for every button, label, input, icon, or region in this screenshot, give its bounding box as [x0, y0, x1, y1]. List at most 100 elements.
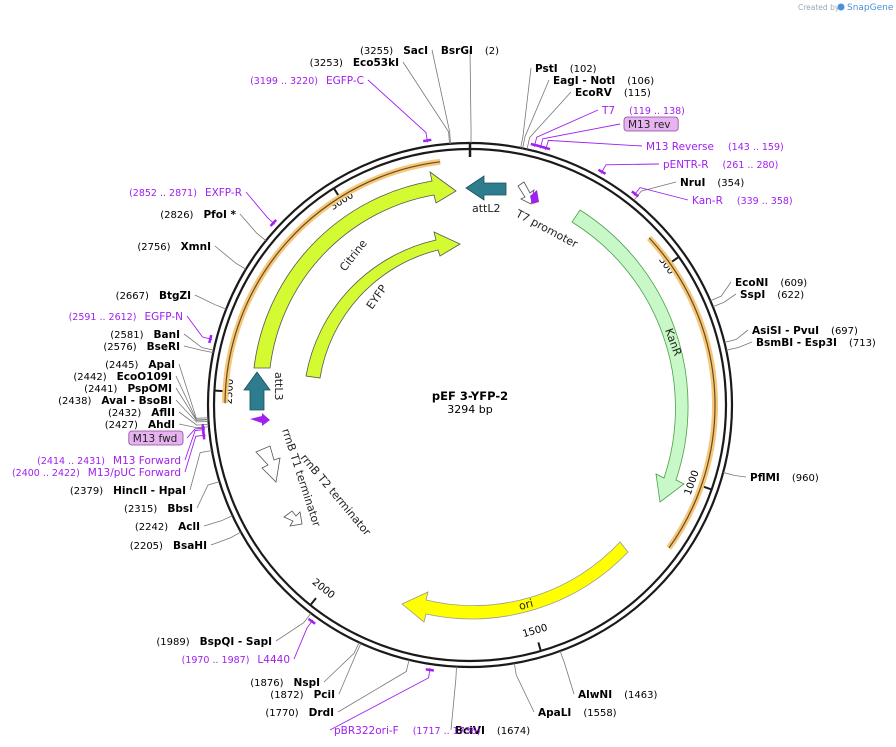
primer-label[interactable]: T7(119 .. 138): [601, 105, 685, 117]
feature-ori-arrow[interactable]: [401, 541, 629, 623]
primer-coord: (1717 .. 1736): [413, 726, 481, 737]
site-coord: (354): [717, 178, 744, 189]
site-name: BanI: [154, 329, 180, 341]
primer-coord: (2591 .. 2612): [69, 312, 137, 323]
site-leader-line: [183, 345, 214, 354]
restriction-site-label[interactable]: (2427)AhdI: [105, 419, 175, 431]
primer-leader-line: [539, 123, 621, 149]
restriction-site-label[interactable]: EagI - NotI(106): [553, 75, 654, 87]
primer-coord: (1970 .. 1987): [182, 655, 250, 666]
restriction-site-label[interactable]: (1876)NspI: [250, 677, 320, 689]
restriction-site-label[interactable]: SspI(622): [740, 289, 804, 301]
site-leader-line: [203, 515, 233, 527]
site-leader-line: [175, 399, 209, 423]
restriction-site-label[interactable]: EcoNI(609): [735, 277, 807, 289]
primer-leader-line: [184, 429, 206, 461]
m13-fwd-primer-glyph-icon: [250, 413, 270, 426]
site-name: BtgZI: [159, 290, 191, 302]
restriction-site-label[interactable]: (2441)PspOMI: [84, 383, 172, 395]
site-name: BspQI - SapI: [200, 636, 272, 648]
restriction-site-label[interactable]: PstI(102): [535, 63, 597, 75]
primer-label[interactable]: (1970 .. 1987)L4440: [182, 654, 290, 666]
snapgene-logo-icon: [837, 3, 845, 11]
branding-prefix: Created by: [798, 3, 840, 12]
site-coord: (1770): [265, 708, 298, 719]
restriction-site-label[interactable]: (2379)HincII - HpaI: [70, 485, 186, 497]
primer-coord: (2852 .. 2871): [129, 188, 197, 199]
feature-rrnb-t2-terminator-arrow[interactable]: [283, 510, 303, 527]
primer-label[interactable]: (2852 .. 2871)EXFP-R: [129, 187, 242, 199]
primer-tag-label[interactable]: M13 rev: [628, 119, 671, 131]
feature-attl2-arrow[interactable]: [465, 175, 507, 201]
plasmid-size: 3294 bp: [447, 403, 492, 416]
site-leader-line: [239, 213, 267, 241]
primer-name: M13 Reverse: [646, 141, 714, 153]
restriction-site-label[interactable]: BciVI(1674): [455, 725, 530, 737]
restriction-site-label[interactable]: (2315)BbsI: [124, 503, 193, 515]
restriction-site-label[interactable]: NruI(354): [680, 177, 744, 189]
primer-label[interactable]: (2591 .. 2612)EGFP-N: [69, 311, 183, 323]
primer-leader-line: [329, 667, 431, 731]
tick-label: 1500: [521, 622, 549, 640]
restriction-site-label[interactable]: BsrGI(2): [441, 45, 499, 57]
site-name: NspI: [294, 677, 320, 689]
primer-label[interactable]: Kan-R(339 .. 358): [692, 195, 793, 207]
restriction-site-label[interactable]: (2826)PfoI *: [160, 209, 236, 221]
restriction-site-label[interactable]: (2445)ApaI: [105, 359, 175, 371]
site-coord: (2438): [58, 396, 91, 407]
site-name: SacI: [403, 45, 428, 57]
site-name: EcoRV: [575, 87, 613, 99]
tick-mark: [310, 597, 317, 605]
feature-kanr-arrow[interactable]: [571, 209, 689, 503]
restriction-site-label[interactable]: (2756)XmnI: [137, 241, 211, 253]
primer-tag-box: [128, 430, 184, 446]
site-leader-line: [712, 293, 737, 308]
feature-rrnb-t1-terminator-arrow[interactable]: [255, 445, 281, 483]
restriction-site-label[interactable]: (3255)SacI: [360, 45, 428, 57]
restriction-site-label[interactable]: (1770)DrdI: [265, 707, 334, 719]
restriction-site-label[interactable]: (3253)Eco53kI: [310, 57, 399, 69]
restriction-site-label[interactable]: (2667)BtgZI: [116, 290, 191, 302]
restriction-site-label[interactable]: (2438)AvaI - BsoBI: [58, 395, 172, 407]
site-name: BbsI: [167, 503, 193, 515]
primer-label[interactable]: (2400 .. 2422)M13/pUC Forward: [12, 467, 181, 479]
primer-label[interactable]: (3199 .. 3220)EGFP-C: [250, 75, 364, 87]
feature-citrine-arrow[interactable]: [253, 171, 457, 369]
restriction-site-label[interactable]: (2581) BanI: [110, 329, 180, 341]
site-name: AhdI: [148, 419, 175, 431]
primer-tag-label[interactable]: M13 fwd: [133, 433, 178, 445]
restriction-site-label[interactable]: ApaLI(1558): [538, 707, 617, 719]
primer-label[interactable]: pENTR-R(261 .. 280): [663, 159, 778, 171]
restriction-site-label[interactable]: (2442)EcoO109I: [73, 371, 172, 383]
restriction-site-label[interactable]: (2432)AflII: [108, 407, 175, 419]
site-leader-line: [450, 666, 457, 731]
restriction-site-label[interactable]: BsmBI - Esp3I(713): [756, 337, 876, 349]
site-leader-line: [633, 181, 677, 201]
primer-label[interactable]: pBR322ori-F(1717 .. 1736): [334, 725, 481, 737]
primer-label[interactable]: (2414 .. 2431)M13 Forward: [37, 455, 181, 467]
site-name: BseRI: [147, 341, 180, 353]
site-coord: (115): [624, 88, 651, 99]
orf-group: [222, 158, 718, 550]
restriction-site-label[interactable]: (2242)AclI: [135, 521, 200, 533]
feature-eyfp-arrow[interactable]: [305, 231, 461, 379]
restriction-site-label[interactable]: AsiSI - PvuI(697): [752, 325, 858, 337]
primer-coord: (2400 .. 2422): [12, 468, 80, 479]
restriction-site-label[interactable]: (1872)PciI: [270, 689, 335, 701]
primer-coord: (3199 .. 3220): [250, 76, 318, 87]
restriction-site-label[interactable]: (2576)BseRI: [103, 341, 180, 353]
restriction-site-label[interactable]: (1989)BspQI - SapI: [156, 636, 272, 648]
primer-label[interactable]: M13 Reverse(143 .. 159): [646, 141, 784, 153]
restriction-site-label[interactable]: PflMI(960): [750, 472, 819, 484]
site-coord: (106): [627, 76, 654, 87]
site-name: PstI: [535, 63, 558, 75]
restriction-site-label[interactable]: AlwNI(1463): [578, 689, 657, 701]
restriction-site-label[interactable]: EcoRV (115): [575, 87, 651, 99]
tick-label: 2000: [310, 577, 337, 601]
site-leader-line: [178, 411, 209, 426]
restriction-site-label[interactable]: (2205)BsaHI: [130, 540, 207, 552]
feature-attl3-arrow[interactable]: [243, 371, 271, 411]
site-leader-line: [469, 49, 472, 144]
site-name: EcoO109I: [117, 371, 172, 383]
site-coord: (2581): [110, 330, 143, 341]
